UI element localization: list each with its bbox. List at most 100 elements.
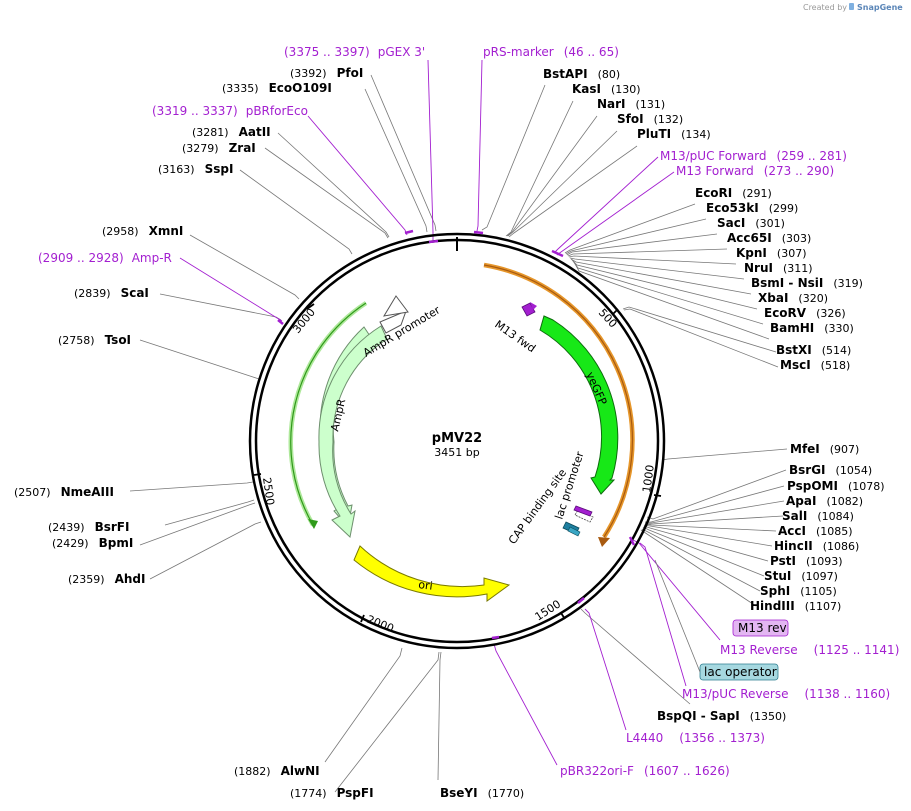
primer-line [553,156,659,254]
site-label: HincII(1086) [774,539,859,553]
tick-label-1000: 1000 [640,464,657,494]
site-line [505,100,574,237]
primer-line [639,542,687,687]
site-line [573,261,770,340]
site-label: SacI(301) [717,216,785,230]
m13-fwd-arrow [530,302,537,310]
site-line [645,500,785,524]
site-callout-lines [129,74,788,793]
primer-label: pBR322ori-F(1607 .. 1626) [560,764,730,778]
site-line [644,523,777,532]
tick-1000 [653,494,662,497]
yegfp-orf-arc-inner [483,264,633,538]
feature-label-m13-fwd: M13 fwd [492,318,538,355]
tick-1500 [560,612,566,620]
site-line [565,218,707,255]
site-label: SalI(1084) [782,509,854,523]
site-line [661,448,788,461]
site-label: BamHI(330) [770,321,854,335]
site-line [129,481,254,492]
site-label: (3281)AatII [192,125,271,139]
primer-mark [491,635,500,640]
site-label: Acc65I(303) [727,231,811,245]
site-line [623,308,779,368]
site-line [149,521,262,580]
site-line [277,132,390,238]
site-label: EcoRI(291) [695,186,772,200]
site-label: BstAPI(80) [543,67,620,81]
primer-label: L4440(1356 .. 1373) [626,731,765,745]
svg-text:lac operator: lac operator [704,665,777,679]
site-line [641,528,761,592]
primer-label: (2909 .. 2928)Amp-R [38,251,172,265]
site-line [642,526,765,577]
lac-operator-marker [573,505,593,517]
tick-label-2000: 2000 [365,613,396,636]
ampr-promoter-feature [379,310,407,334]
primer-mark [628,536,636,546]
primer-mark [577,597,585,604]
primer-line [179,257,283,322]
site-line [437,651,442,781]
site-line [334,651,440,793]
tick-500 [612,308,619,315]
site-line [506,115,598,237]
primer-label: (3319 .. 3337)pBRforEco [152,104,308,118]
site-line [622,306,777,353]
primer-line [307,115,408,236]
lac-operator-box: lac operator [699,663,779,681]
site-label: Eco53kI(299) [706,201,798,215]
primer-label: M13 Reverse(1125 .. 1141) [720,643,899,657]
site-label: (3392)PfoI [290,66,363,80]
tick-3000 [306,303,315,310]
yegfp-orf-arrowhead [598,537,610,547]
site-label: SfoI(132) [617,112,683,126]
site-label: (3163)SspI [158,162,233,176]
snapgene-logo-icon [849,3,854,10]
credit-brand: SnapGene [857,3,903,12]
site-line [566,233,718,256]
site-line [580,608,691,705]
tick-label-2500: 2500 [260,477,277,507]
site-label: BsrGI(1054) [789,463,872,477]
site-line [364,88,428,233]
site-label: AccI(1085) [778,524,853,538]
site-label: (1882)AlwNI [234,764,320,778]
primer-line [584,608,627,731]
site-label: (2839)ScaI [74,286,149,300]
site-label: (1774)PspFI [290,786,374,800]
site-line [564,203,696,254]
site-label: (2359)AhdI [68,572,145,586]
primer-mark [473,230,484,235]
site-label: KasI(130) [572,82,641,96]
ampr-feature-body [318,325,388,538]
primer-mark [277,319,284,325]
site-line [508,145,638,238]
primer-label: M13/pUC Reverse(1138 .. 1160) [682,687,890,701]
lac-promoter-marker [574,509,594,523]
site-label: NarI(131) [597,97,665,111]
site-line [139,502,256,546]
site-line [567,248,728,257]
site-line [645,515,784,525]
site-label: (2507)NmeAIII [14,485,114,499]
site-label: PspOMI(1078) [787,479,885,493]
site-line [643,525,769,562]
primer-label: M13/pUC Forward(259 .. 281) [660,149,847,163]
primer-label: (3375 .. 3397)pGEX 3' [284,45,425,59]
site-label: ApaI(1082) [786,494,863,508]
site-label: (3279)ZraI [182,141,256,155]
site-label: MfeI(907) [790,442,859,456]
svg-text:M13 rev: M13 rev [738,621,787,635]
lac-operator-callout [654,559,701,673]
site-line [164,499,255,526]
site-label: PluTI(134) [637,127,711,141]
site-label: MscI(518) [780,358,850,372]
site-line [646,469,787,520]
m13-rev-box: M13 rev [732,619,789,637]
primer-label: M13 Forward(273 .. 290) [676,164,834,178]
site-label: HindIII(1107) [750,599,841,613]
primer-line [427,59,434,240]
site-line [645,485,785,523]
